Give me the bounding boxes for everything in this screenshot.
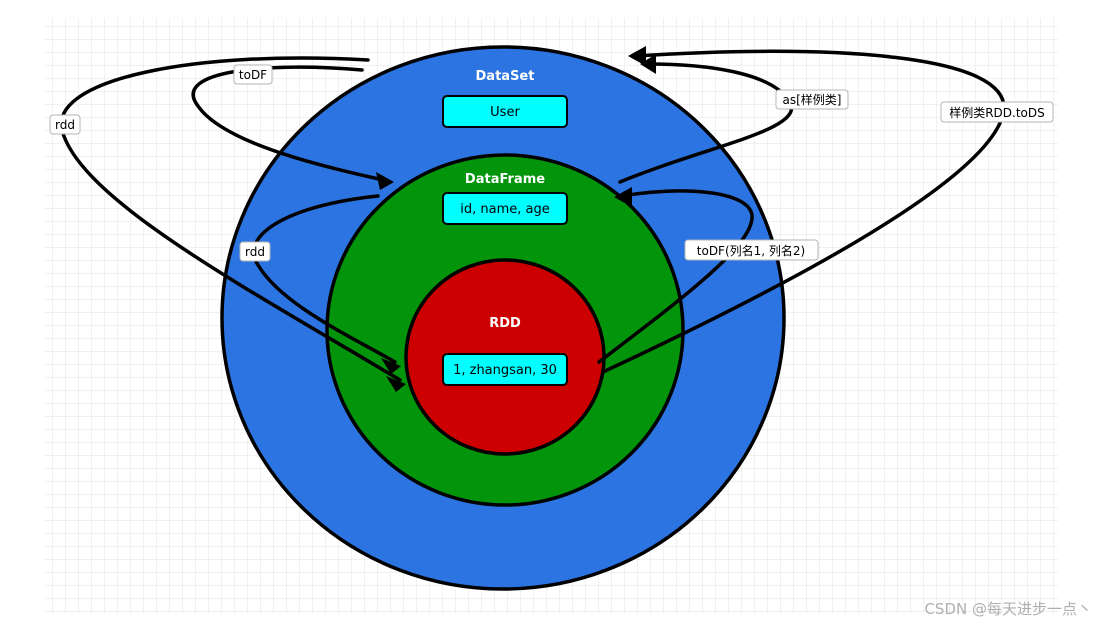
dataframe-field-text: id, name, age xyxy=(460,202,549,217)
arrow-rdd-dataframe-to-rdd xyxy=(252,194,397,364)
tag-case-class-rdd-tods-text: 样例类RDD.toDS xyxy=(949,105,1045,120)
tag-todf-columns: toDF(列名1, 列名2) xyxy=(684,239,819,261)
watermark-text: CSDN @每天进步一点丶 xyxy=(924,600,1092,618)
tag-case-class-rdd-tods: 样例类RDD.toDS xyxy=(940,101,1054,123)
arrowhead-dataset-tods xyxy=(628,46,646,66)
dataset-field-box xyxy=(442,95,568,128)
arrowhead-dataframe-top xyxy=(376,172,394,190)
tag-rdd-outer: rdd xyxy=(49,114,81,135)
arrow-todf-rdd-to-dataframe xyxy=(597,189,754,364)
tag-todf-columns-text: toDF(列名1, 列名2) xyxy=(697,243,805,258)
rdd-title: RDD xyxy=(489,316,521,331)
rdd-field-box xyxy=(442,353,568,386)
rdd-field-text: 1, zhangsan, 30 xyxy=(453,363,557,378)
dataset-title: DataSet xyxy=(476,69,535,84)
tag-rdd-inner: rdd xyxy=(239,241,271,262)
tag-todf-text: toDF xyxy=(239,68,267,82)
tag-todf: toDF xyxy=(233,64,273,85)
arrow-todf-dataset-to-dataframe xyxy=(191,65,390,183)
tag-as-case-class: as[样例类] xyxy=(775,89,849,110)
arrowhead-dataset-as xyxy=(640,54,656,74)
dataframe-title: DataFrame xyxy=(465,172,545,187)
dataframe-field-box xyxy=(442,192,568,225)
tag-rdd-outer-text: rdd xyxy=(55,118,75,132)
tag-as-case-class-text: as[样例类] xyxy=(783,92,842,107)
arrowhead-dataframe-right xyxy=(614,187,632,207)
arrowhead-rdd-left-inner xyxy=(381,358,401,374)
tag-rdd-inner-text: rdd xyxy=(245,245,265,259)
dataset-field-text: User xyxy=(490,105,520,120)
arrowhead-rdd-left-outer xyxy=(386,376,406,392)
